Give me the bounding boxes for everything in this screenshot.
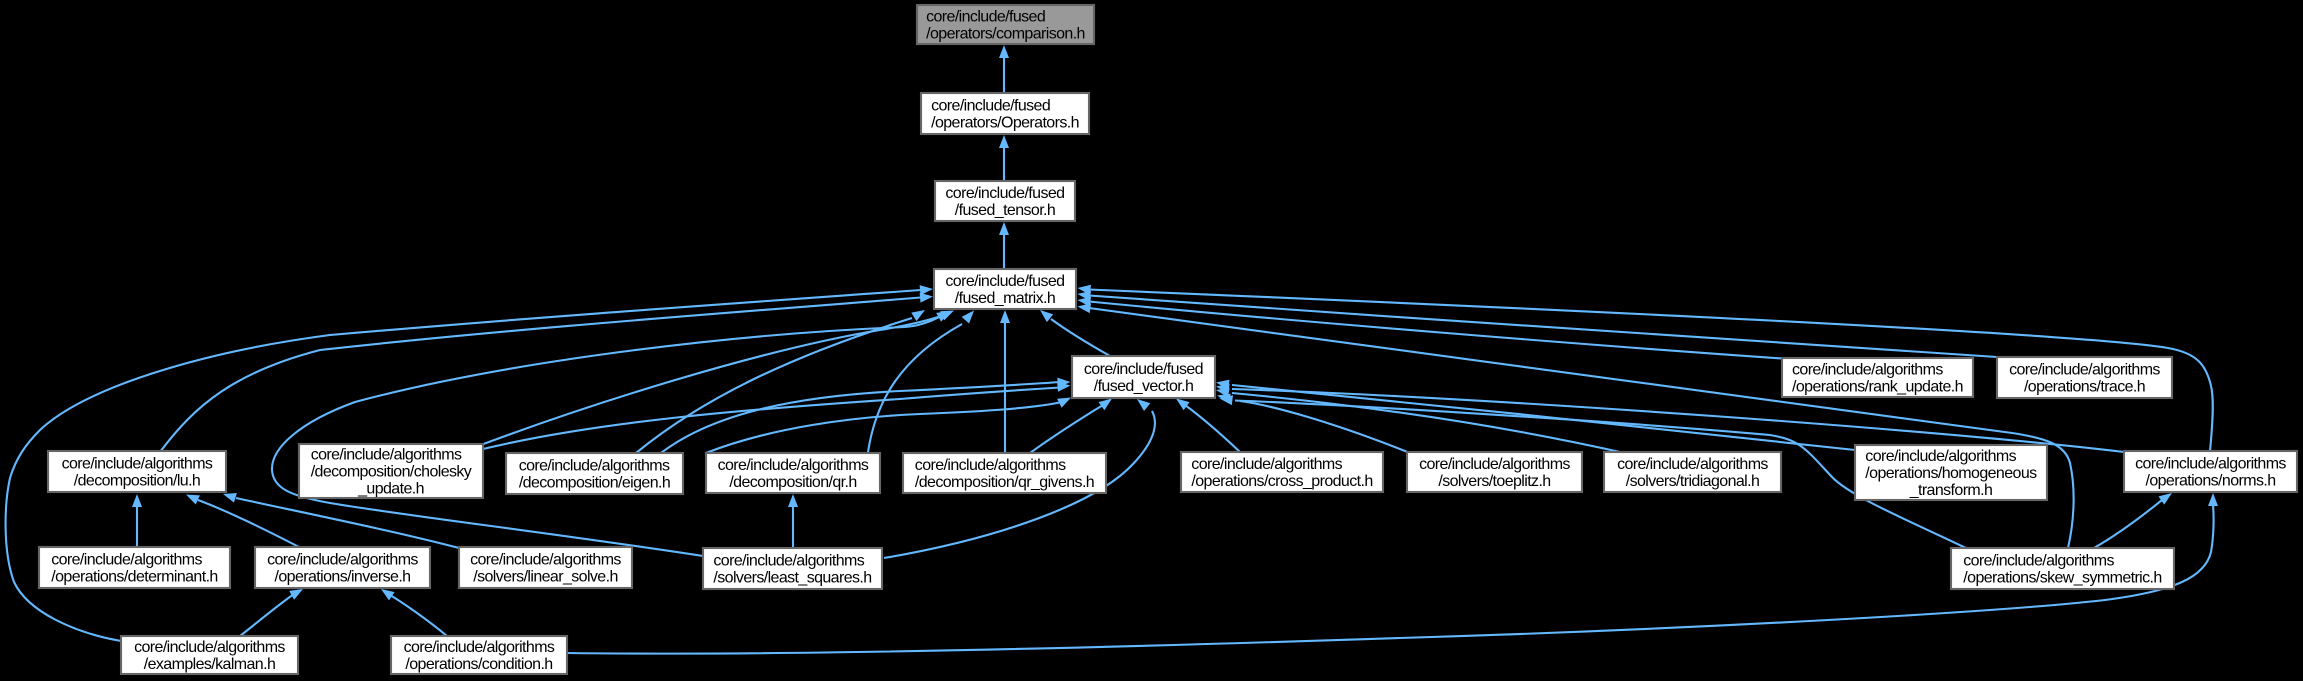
svg-text:_transform.h: _transform.h	[1909, 482, 1993, 499]
svg-text:core/include/fused: core/include/fused	[1084, 361, 1203, 378]
svg-text:core/include/algorithms: core/include/algorithms	[2009, 362, 2160, 379]
svg-text:/decomposition/eigen.h: /decomposition/eigen.h	[519, 475, 670, 492]
svg-text:/operations/norms.h: /operations/norms.h	[2145, 473, 2275, 490]
svg-text:/solvers/tridiagonal.h: /solvers/tridiagonal.h	[1626, 473, 1760, 490]
svg-text:core/include/algorithms: core/include/algorithms	[713, 553, 864, 570]
svg-text:core/include/algorithms: core/include/algorithms	[267, 552, 418, 569]
svg-text:core/include/algorithms: core/include/algorithms	[718, 457, 869, 474]
svg-text:/solvers/least_squares.h: /solvers/least_squares.h	[713, 570, 871, 587]
svg-text:/decomposition/cholesky: /decomposition/cholesky	[311, 464, 472, 481]
svg-text:/decomposition/lu.h: /decomposition/lu.h	[74, 473, 200, 490]
svg-text:core/include/fused: core/include/fused	[945, 185, 1064, 202]
svg-text:core/include/fused: core/include/fused	[931, 98, 1050, 115]
svg-text:/examples/kalman.h: /examples/kalman.h	[144, 656, 276, 673]
svg-text:core/include/fused: core/include/fused	[945, 273, 1064, 290]
svg-text:/operations/trace.h: /operations/trace.h	[2024, 379, 2145, 396]
svg-text:/solvers/toeplitz.h: /solvers/toeplitz.h	[1438, 473, 1550, 490]
svg-text:/operations/condition.h: /operations/condition.h	[405, 656, 552, 673]
svg-text:/operations/skew_symmetric.h: /operations/skew_symmetric.h	[1963, 570, 2161, 587]
svg-text:/operations/cross_product.h: /operations/cross_product.h	[1191, 473, 1372, 490]
svg-text:core/include/algorithms: core/include/algorithms	[519, 458, 670, 475]
svg-text:core/include/algorithms: core/include/algorithms	[1191, 456, 1342, 473]
svg-text:/operators/Operators.h: /operators/Operators.h	[931, 115, 1079, 132]
svg-text:/decomposition/qr_givens.h: /decomposition/qr_givens.h	[915, 474, 1094, 491]
svg-text:core/include/algorithms: core/include/algorithms	[1419, 456, 1570, 473]
svg-text:_update.h: _update.h	[357, 481, 424, 498]
svg-text:core/include/algorithms: core/include/algorithms	[2135, 456, 2286, 473]
svg-text:/operations/rank_update.h: /operations/rank_update.h	[1792, 379, 1963, 396]
svg-text:core/include/algorithms: core/include/algorithms	[404, 639, 555, 656]
svg-text:core/include/algorithms: core/include/algorithms	[1963, 553, 2114, 570]
svg-text:/fused_tensor.h: /fused_tensor.h	[955, 202, 1055, 219]
svg-text:/operations/homogeneous: /operations/homogeneous	[1865, 465, 2037, 482]
svg-text:core/include/algorithms: core/include/algorithms	[134, 639, 285, 656]
svg-text:/decomposition/qr.h: /decomposition/qr.h	[729, 474, 856, 491]
svg-text:/fused_vector.h: /fused_vector.h	[1094, 378, 1194, 395]
svg-text:core/include/algorithms: core/include/algorithms	[470, 552, 621, 569]
svg-text:core/include/algorithms: core/include/algorithms	[915, 457, 1066, 474]
svg-text:/solvers/linear_solve.h: /solvers/linear_solve.h	[473, 569, 618, 586]
svg-text:/operations/inverse.h: /operations/inverse.h	[275, 569, 411, 586]
svg-text:/operators/comparison.h: /operators/comparison.h	[926, 26, 1085, 43]
svg-text:core/include/algorithms: core/include/algorithms	[51, 552, 202, 569]
svg-text:core/include/algorithms: core/include/algorithms	[1792, 362, 1943, 379]
svg-text:core/include/algorithms: core/include/algorithms	[1865, 448, 2016, 465]
svg-text:core/include/algorithms: core/include/algorithms	[62, 456, 213, 473]
svg-text:core/include/algorithms: core/include/algorithms	[1617, 456, 1768, 473]
svg-text:core/include/algorithms: core/include/algorithms	[311, 447, 462, 464]
svg-text:/fused_matrix.h: /fused_matrix.h	[955, 290, 1055, 307]
svg-text:/operations/determinant.h: /operations/determinant.h	[51, 569, 217, 586]
svg-text:core/include/fused: core/include/fused	[926, 9, 1045, 26]
